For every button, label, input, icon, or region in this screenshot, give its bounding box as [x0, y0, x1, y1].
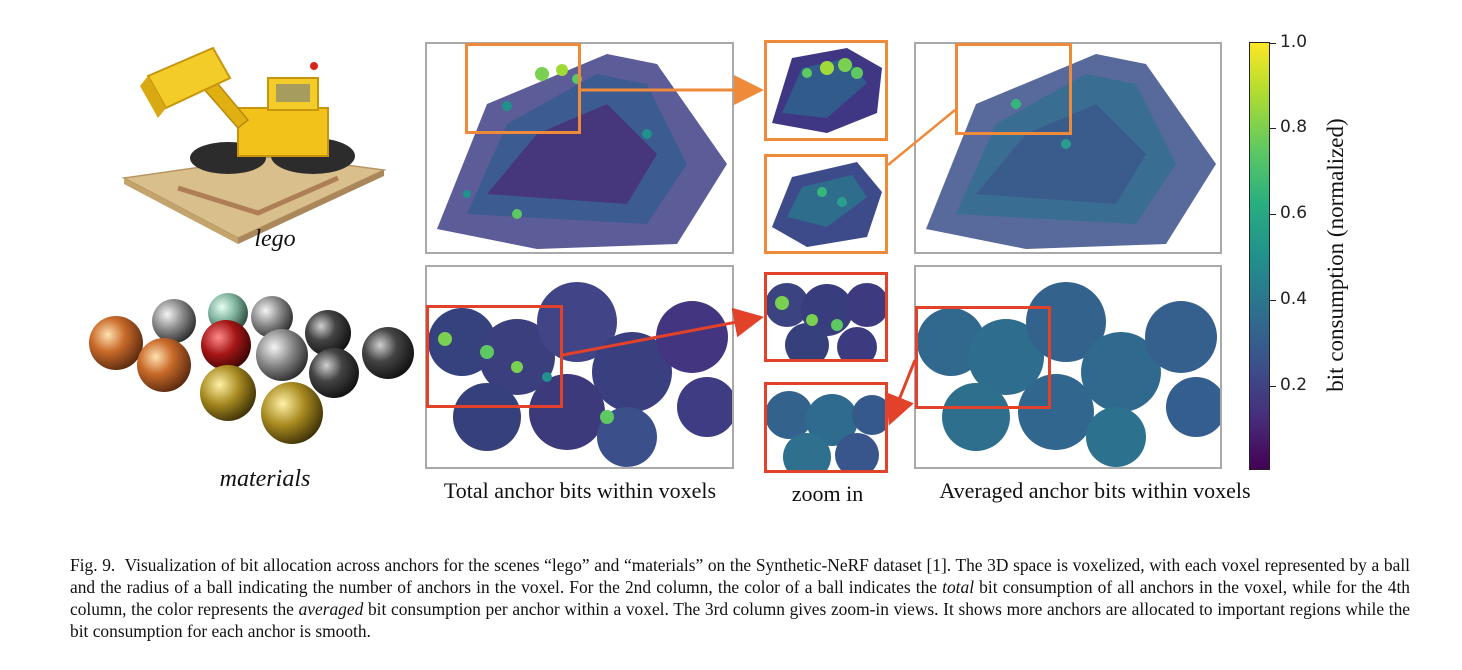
caption-emph-averaged: averaged [298, 599, 364, 619]
arrow-materials-total [562, 307, 764, 357]
lego-scene-image [118, 38, 390, 248]
column-label-zoom: zoom in [791, 481, 864, 506]
scene-label-lego: lego [254, 226, 296, 252]
colorbar-tick-mark [1270, 300, 1276, 301]
caption-text-2: bit consumption of all anchors in the vo… [70, 577, 1410, 619]
arrow-lego-averaged [887, 109, 956, 166]
total-bits-materials-panel [425, 265, 734, 469]
materials-averaged-highlight-box [915, 306, 1051, 409]
caption-text-3: bit consumption per anchor within a voxe… [70, 599, 1410, 641]
colorbar-tick-label: 0.6 [1280, 203, 1308, 223]
figure-caption: Fig. 9. Visualization of bit allocation … [70, 554, 1410, 642]
zoom-materials-total-panel [764, 272, 888, 362]
scene-label-materials: materials [219, 466, 311, 492]
colorbar-tick-mark [1270, 128, 1276, 129]
materials-total-highlight-box [426, 305, 563, 408]
colorbar-tick-mark [1270, 43, 1276, 44]
averaged-bits-materials-panel [914, 265, 1222, 469]
caption-fig-number: Fig. 9. [70, 555, 116, 575]
zoom-materials-averaged-panel [764, 382, 888, 473]
zoom-lego-total-panel [764, 40, 888, 141]
caption-emph-total: total [942, 577, 975, 597]
zoom-lego-averaged-panel [764, 154, 888, 254]
materials-scene-image [70, 285, 420, 455]
averaged-bits-lego-panel [914, 42, 1222, 254]
colorbar-tick-mark [1270, 386, 1276, 387]
column-label-averaged: Averaged anchor bits within voxels [939, 478, 1251, 503]
total-bits-lego-panel [425, 42, 734, 254]
colorbar-tick-label: 1.0 [1280, 32, 1308, 52]
column-label-total: Total anchor bits within voxels [443, 478, 717, 503]
colorbar-tick-label: 0.8 [1280, 117, 1308, 137]
arrow-materials-averaged [885, 359, 917, 426]
colorbar [1249, 42, 1270, 470]
lego-averaged-highlight-box [955, 43, 1072, 135]
colorbar-tick-label: 0.2 [1280, 375, 1308, 395]
colorbar-tick-label: 0.4 [1280, 289, 1308, 309]
colorbar-tick-mark [1270, 214, 1276, 215]
colorbar-label: bit consumption (normalized) [1323, 118, 1348, 392]
caption-text-1: Visualization of bit allocation across a… [70, 555, 1411, 597]
lego-total-highlight-box [465, 43, 581, 134]
